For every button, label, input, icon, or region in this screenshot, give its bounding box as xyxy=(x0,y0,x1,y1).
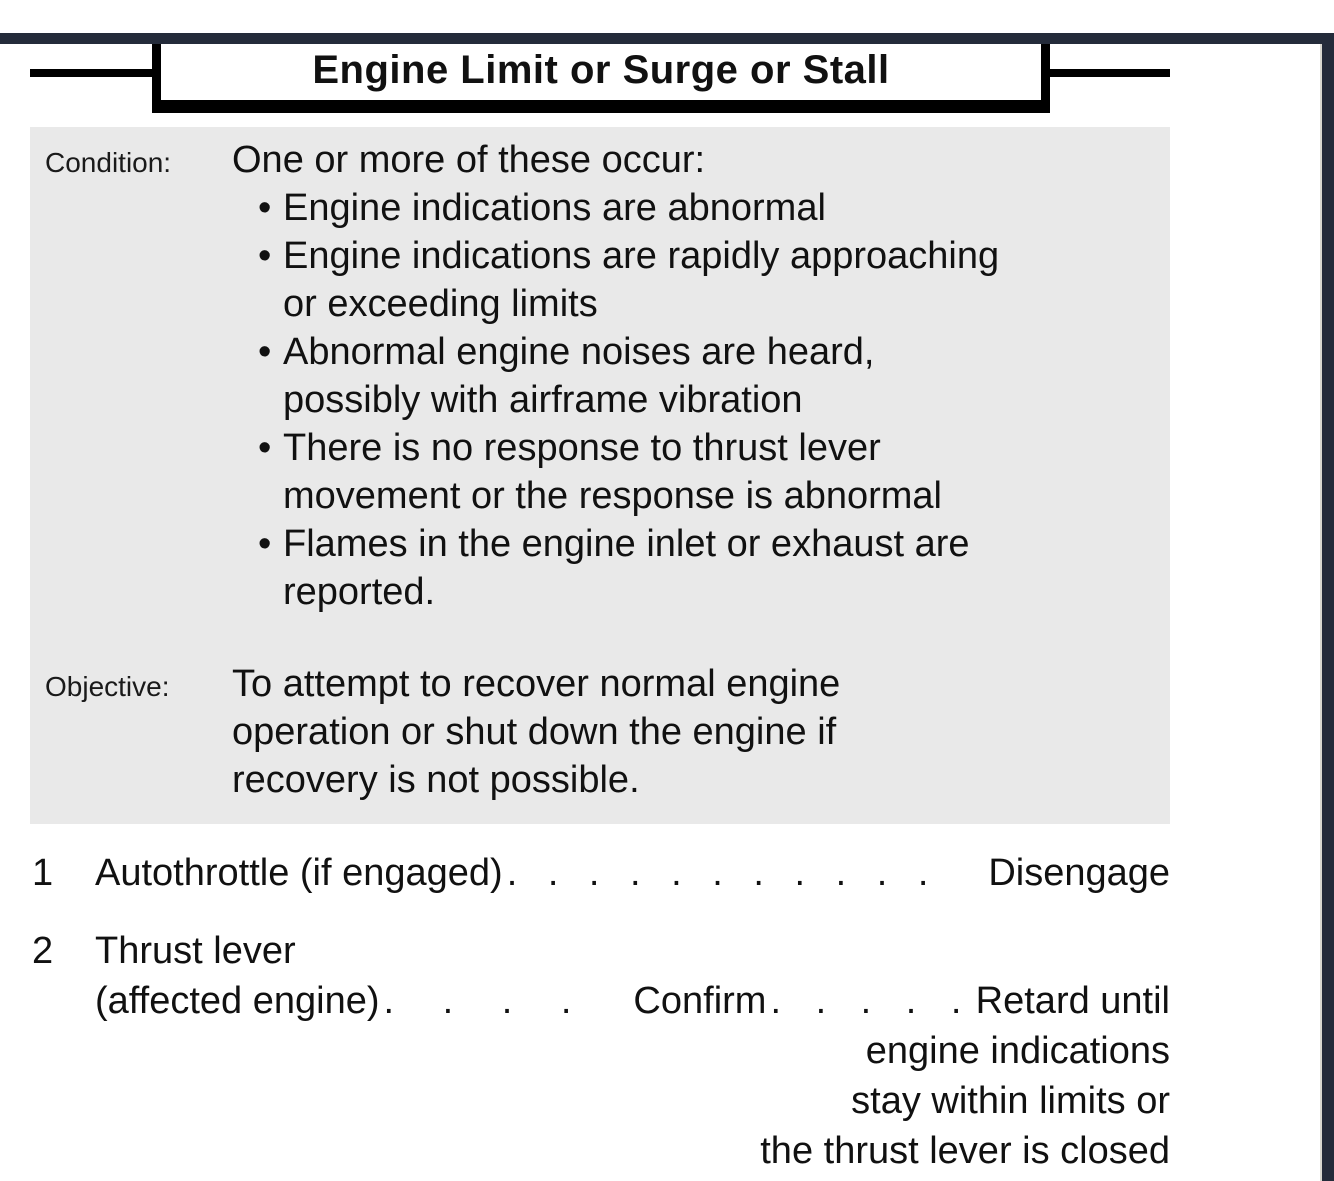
condition-bullet-text: There is no response to thrust lever mov… xyxy=(283,427,942,517)
item-challenge-line2: (affected engine) xyxy=(95,980,380,1022)
dot-leader: . . . . xyxy=(383,980,572,1022)
condition-bullet-text: Engine indications are abnormal xyxy=(283,187,826,229)
condition-section: Condition: One or more of these occur: •… xyxy=(45,136,1170,616)
qrh-checklist-page: Engine Limit or Surge or Stall Condition… xyxy=(0,33,1334,1181)
objective-section: Objective: To attempt to recover normal … xyxy=(45,660,1170,804)
title-box: Engine Limit or Surge or Stall xyxy=(152,33,1050,113)
condition-label: Condition: xyxy=(45,147,172,178)
bullet-icon: • xyxy=(258,331,272,373)
item-response: Retard until xyxy=(975,980,1170,1022)
item-challenge: Autothrottle (if engaged) xyxy=(95,852,503,894)
condition-bullet: • There is no response to thrust lever m… xyxy=(258,424,1170,520)
response-continuation: engine indications xyxy=(865,1030,1170,1072)
condition-bullet: • Engine indications are abnormal xyxy=(258,184,1170,232)
checklist-item-1: 1 Autothrottle (if engaged) . . . . . . … xyxy=(32,848,1170,898)
item-body: Thrust lever (affected engine) . . . . C… xyxy=(95,926,1170,1176)
bullet-icon: • xyxy=(258,187,272,229)
challenge-response-line: (affected engine) . . . . Confirm . . . … xyxy=(95,976,1170,1026)
item-number: 2 xyxy=(32,930,54,972)
bullet-icon: • xyxy=(258,523,272,565)
condition-bullet: • Engine indications are rapidly approac… xyxy=(258,232,1170,328)
item-confirm: Confirm xyxy=(633,980,767,1022)
objective-label: Objective: xyxy=(45,671,170,702)
condition-bullet: • Abnormal engine noises are heard, poss… xyxy=(258,328,1170,424)
checklist-item-2: 2 Thrust lever (affected engine) . . . .… xyxy=(32,926,1170,1176)
top-frame-bar xyxy=(0,33,1334,44)
item-challenge-line1: Thrust lever xyxy=(95,930,296,972)
bullet-icon: • xyxy=(258,235,272,277)
condition-bullet-text: Abnormal engine noises are heard, possib… xyxy=(283,331,875,421)
response-continuation: the thrust lever is closed xyxy=(760,1130,1170,1172)
title-right-rule xyxy=(1050,69,1170,77)
condition-intro: One or more of these occur: xyxy=(232,139,706,181)
condition-body: One or more of these occur: • Engine ind… xyxy=(232,136,1170,616)
condition-bullet-text: Engine indications are rapidly approachi… xyxy=(283,235,1000,325)
item-body: Autothrottle (if engaged) . . . . . . . … xyxy=(95,848,1170,898)
condition-bullet-text: Flames in the engine inlet or exhaust ar… xyxy=(283,523,970,613)
condition-bullet: • Flames in the engine inlet or exhaust … xyxy=(258,520,1170,616)
condition-objective-panel: Condition: One or more of these occur: •… xyxy=(30,127,1170,824)
response-continuation: stay within limits or xyxy=(851,1080,1170,1122)
item-response: Disengage xyxy=(988,852,1170,894)
title-row: Engine Limit or Surge or Stall xyxy=(30,33,1170,113)
dot-leader: . . . . . . . . . . . xyxy=(506,852,929,894)
bullet-icon: • xyxy=(258,427,272,469)
page-title: Engine Limit or Surge or Stall xyxy=(312,48,890,92)
item-number: 1 xyxy=(32,852,54,894)
dot-leader: . . . . . xyxy=(770,980,962,1022)
challenge-response-line: Autothrottle (if engaged) . . . . . . . … xyxy=(95,848,1170,898)
title-left-rule xyxy=(30,69,152,77)
objective-text: To attempt to recover normal engine oper… xyxy=(232,663,841,801)
right-frame-bar xyxy=(1320,33,1334,1181)
